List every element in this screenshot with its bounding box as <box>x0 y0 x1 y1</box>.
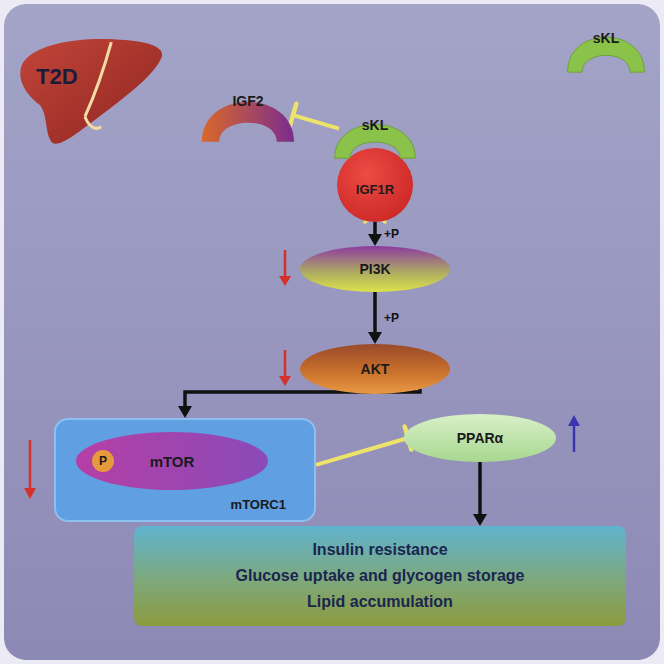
node-label: Insulin resistance <box>312 537 447 563</box>
node-label: AKT <box>361 361 390 377</box>
card <box>4 4 660 660</box>
kinase-ellipse: AKT <box>300 344 450 394</box>
protein-crescent: sKL <box>333 106 417 160</box>
inhibition-line <box>316 426 411 464</box>
inhibition-line <box>290 104 339 129</box>
ligand-crescent: IGF2 <box>200 80 296 144</box>
node-label: T2D <box>36 64 78 90</box>
edge-label: +P <box>384 311 399 325</box>
liver-organ: T2D <box>14 34 166 150</box>
kinase-ellipse: PI3K <box>300 246 450 292</box>
activation-arrow <box>473 462 487 526</box>
phosphate-dot: P <box>92 450 114 472</box>
complex-box: mTORC1 mTOR P <box>54 418 316 522</box>
node-label: IGF2 <box>200 93 296 109</box>
node-label: Glucose uptake and glycogen storage <box>236 563 525 589</box>
node-label: PPARα <box>457 430 503 446</box>
node-label: mTOR <box>150 453 195 470</box>
node-label: PI3K <box>359 261 390 277</box>
edge-label: +P <box>384 227 399 241</box>
receptor-circle: IGF1R <box>337 148 413 222</box>
kinase-ellipse: mTOR P <box>76 432 268 490</box>
node-label: Lipid accumulation <box>307 589 453 615</box>
node-label: IGF1R <box>356 174 394 197</box>
node-label: mTORC1 <box>231 497 286 512</box>
receptor-ellipse: PPARα <box>404 414 556 462</box>
node-label: P <box>99 454 107 468</box>
activation-arrow <box>368 292 382 344</box>
activation-arrow <box>368 222 382 246</box>
node-label: sKL <box>333 117 417 133</box>
node-label: sKL <box>566 30 646 46</box>
protein-crescent: sKL <box>566 18 646 74</box>
outcome-box: Insulin resistanceGlucose uptake and gly… <box>134 526 626 626</box>
